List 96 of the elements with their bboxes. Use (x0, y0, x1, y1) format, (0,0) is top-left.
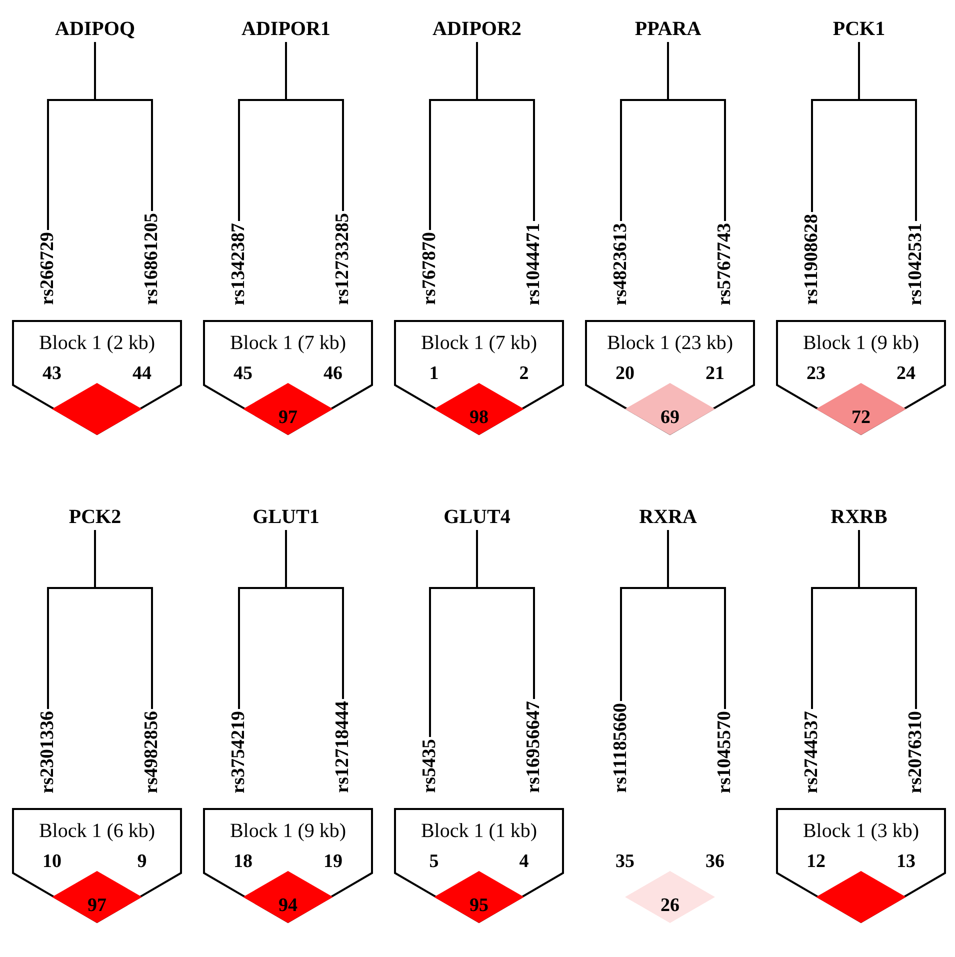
marker-number: 43 (42, 363, 62, 385)
snp-id: rs767870 (419, 232, 441, 305)
snp-id: rs1042531 (905, 223, 927, 306)
ld-value: 72 (850, 407, 872, 429)
marker-number: 21 (704, 363, 726, 385)
ld-diamond (243, 383, 333, 435)
ld-value: 95 (468, 895, 490, 917)
marker-number: 5 (428, 851, 440, 873)
tree-line (667, 530, 726, 709)
ld-value: 97 (278, 407, 298, 429)
snp-id: rs3754219 (228, 711, 250, 794)
marker-number: 10 (42, 851, 62, 873)
gene-name: GLUT4 (402, 506, 552, 528)
block-label: Block 1 (3 kb) (802, 820, 920, 842)
snp-id: rs11908628 (801, 214, 823, 305)
ld-diamond (52, 383, 142, 435)
gene-name: PCK2 (20, 506, 170, 528)
ld-value: 97 (86, 895, 108, 917)
gene-name: ADIPOQ (20, 18, 170, 40)
haplotype-block (776, 808, 946, 923)
gene-name: ADIPOR2 (402, 18, 552, 40)
snp-id: rs2744537 (801, 711, 823, 794)
block-label: Block 1 (9 kb) (802, 332, 920, 354)
ld-diamond (434, 871, 524, 923)
ld-value: 94 (278, 895, 298, 917)
haplotype-block (394, 320, 564, 435)
block-label: Block 1 (7 kb) (420, 332, 538, 354)
marker-number: 9 (136, 851, 148, 873)
haplotype-block (394, 808, 564, 923)
marker-number: 2 (518, 363, 530, 385)
snp-id: rs12733285 (332, 213, 354, 305)
block-label: Block 1 (2 kb) (38, 332, 156, 354)
snp-id: rs5767743 (714, 223, 736, 306)
marker-number: 23 (806, 363, 826, 385)
block-label: Block 1 (7 kb) (228, 332, 348, 354)
marker-number: 44 (132, 363, 152, 385)
snp-id: rs1044471 (523, 223, 545, 306)
snp-id: rs11185660 (610, 703, 632, 793)
tree-line (858, 42, 917, 221)
marker-number: 35 (614, 851, 636, 873)
snp-id: rs4823613 (610, 223, 632, 306)
gene-name: GLUT1 (211, 506, 361, 528)
ld-value: 69 (660, 407, 680, 429)
ld-diamond (625, 383, 715, 435)
snp-id: rs1045570 (714, 711, 736, 794)
haplotype-block (203, 320, 373, 435)
gene-name: RXRA (593, 506, 743, 528)
tree-line (94, 42, 153, 211)
snp-id: rs2301336 (37, 711, 59, 794)
ld-diamond (816, 383, 906, 435)
gene-name: ADIPOR1 (211, 18, 361, 40)
snp-id: rs1342387 (228, 223, 250, 306)
ld-diamond (243, 871, 333, 923)
ld-value: 98 (468, 407, 490, 429)
marker-number: 24 (896, 363, 916, 385)
marker-number: 1 (428, 363, 440, 385)
tree-line (94, 530, 153, 709)
marker-number: 12 (806, 851, 826, 873)
gene-name: RXRB (784, 506, 934, 528)
haplotype-block (585, 320, 755, 435)
ld-diamond (434, 383, 524, 435)
block-label: Block 1 (6 kb) (38, 820, 156, 842)
marker-number: 13 (896, 851, 916, 873)
ld-diamond (52, 871, 142, 923)
snp-id: rs16956647 (523, 701, 545, 793)
block-label: Block 1 (9 kb) (228, 820, 348, 842)
snp-id: rs2076310 (905, 711, 927, 794)
block-label: Block 1 (23 kb) (606, 332, 734, 354)
marker-number: 46 (322, 363, 344, 385)
ld-value: 26 (660, 895, 680, 917)
marker-number: 18 (232, 851, 254, 873)
haplotype-block (203, 808, 373, 923)
tree-line (476, 530, 535, 699)
haplotype-block (776, 320, 946, 435)
marker-number: 4 (518, 851, 530, 873)
tree-line (285, 42, 344, 211)
tree-line (667, 42, 726, 221)
marker-number: 19 (322, 851, 344, 873)
marker-number: 45 (232, 363, 254, 385)
haplotype-block (12, 808, 182, 923)
ld-diamond (816, 871, 906, 923)
gene-name: PCK1 (784, 18, 934, 40)
snp-id: rs266729 (37, 232, 59, 305)
tree-line (858, 530, 917, 709)
haplotype-block (12, 320, 182, 435)
snp-id: rs4982856 (141, 711, 163, 794)
marker-number: 36 (704, 851, 726, 873)
marker-number: 20 (614, 363, 636, 385)
snp-id: rs5435 (419, 739, 441, 793)
block-label: Block 1 (1 kb) (420, 820, 538, 842)
snp-id: rs12718444 (332, 701, 354, 793)
tree-line (285, 530, 344, 699)
snp-id: rs16861205 (141, 213, 163, 305)
ld-diamond (625, 871, 715, 923)
gene-name: PPARA (593, 18, 743, 40)
tree-line (476, 42, 535, 221)
